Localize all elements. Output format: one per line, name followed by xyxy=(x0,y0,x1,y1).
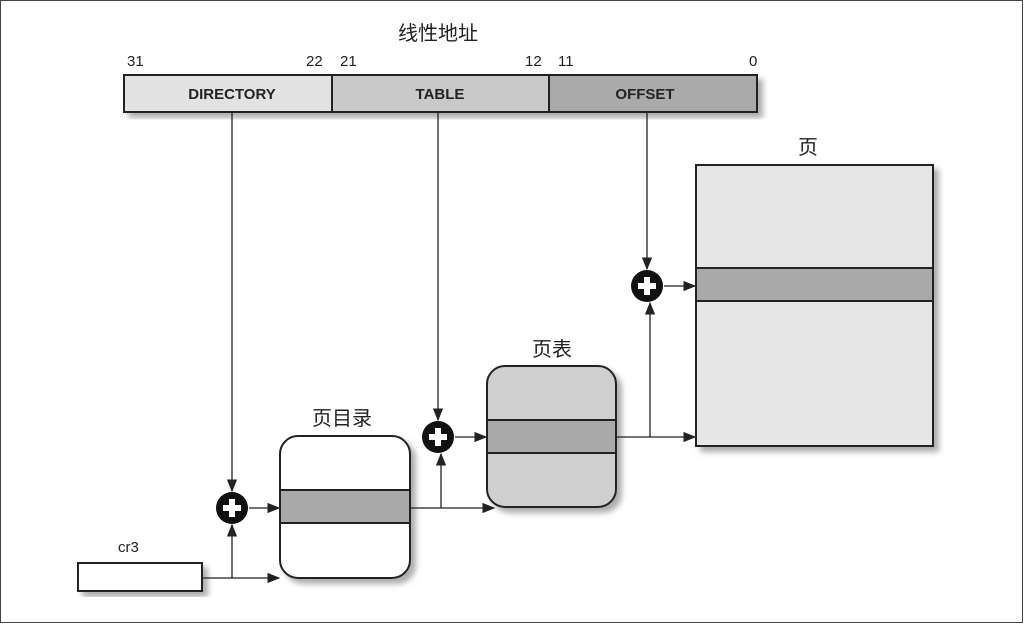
page-table-box xyxy=(486,365,617,508)
bit-11: 11 xyxy=(558,53,574,70)
page-directory-label: 页目录 xyxy=(312,406,372,430)
arrows xyxy=(202,112,697,584)
linear-address-bar xyxy=(123,74,758,113)
bit-0: 0 xyxy=(749,53,757,70)
page-label: 页 xyxy=(798,135,818,159)
cr3-register xyxy=(77,562,203,592)
table-field xyxy=(331,74,550,113)
plus-icon xyxy=(422,421,454,453)
bit-labels: 31 22 21 12 11 0 xyxy=(127,53,757,70)
page-entry-band xyxy=(695,267,934,302)
page-table-entry-band xyxy=(486,419,617,454)
page-directory-box xyxy=(279,435,411,579)
directory-field xyxy=(123,74,333,113)
table-label: TABLE xyxy=(416,86,465,103)
page-box xyxy=(695,164,934,447)
bit-21: 21 xyxy=(340,53,357,70)
directory-label: DIRECTORY xyxy=(188,86,276,103)
page-directory-entry-band xyxy=(279,489,411,524)
page-table-label: 页表 xyxy=(532,337,572,361)
offset-label: OFFSET xyxy=(615,86,674,103)
offset-field xyxy=(548,74,758,113)
bit-31: 31 xyxy=(127,53,144,70)
linear-address-title: 线性地址 xyxy=(398,21,478,45)
plus-icon xyxy=(216,492,248,524)
plus-icon xyxy=(631,270,663,302)
cr3-label: cr3 xyxy=(118,539,139,556)
bit-12: 12 xyxy=(525,53,542,70)
bit-22: 22 xyxy=(306,53,323,70)
